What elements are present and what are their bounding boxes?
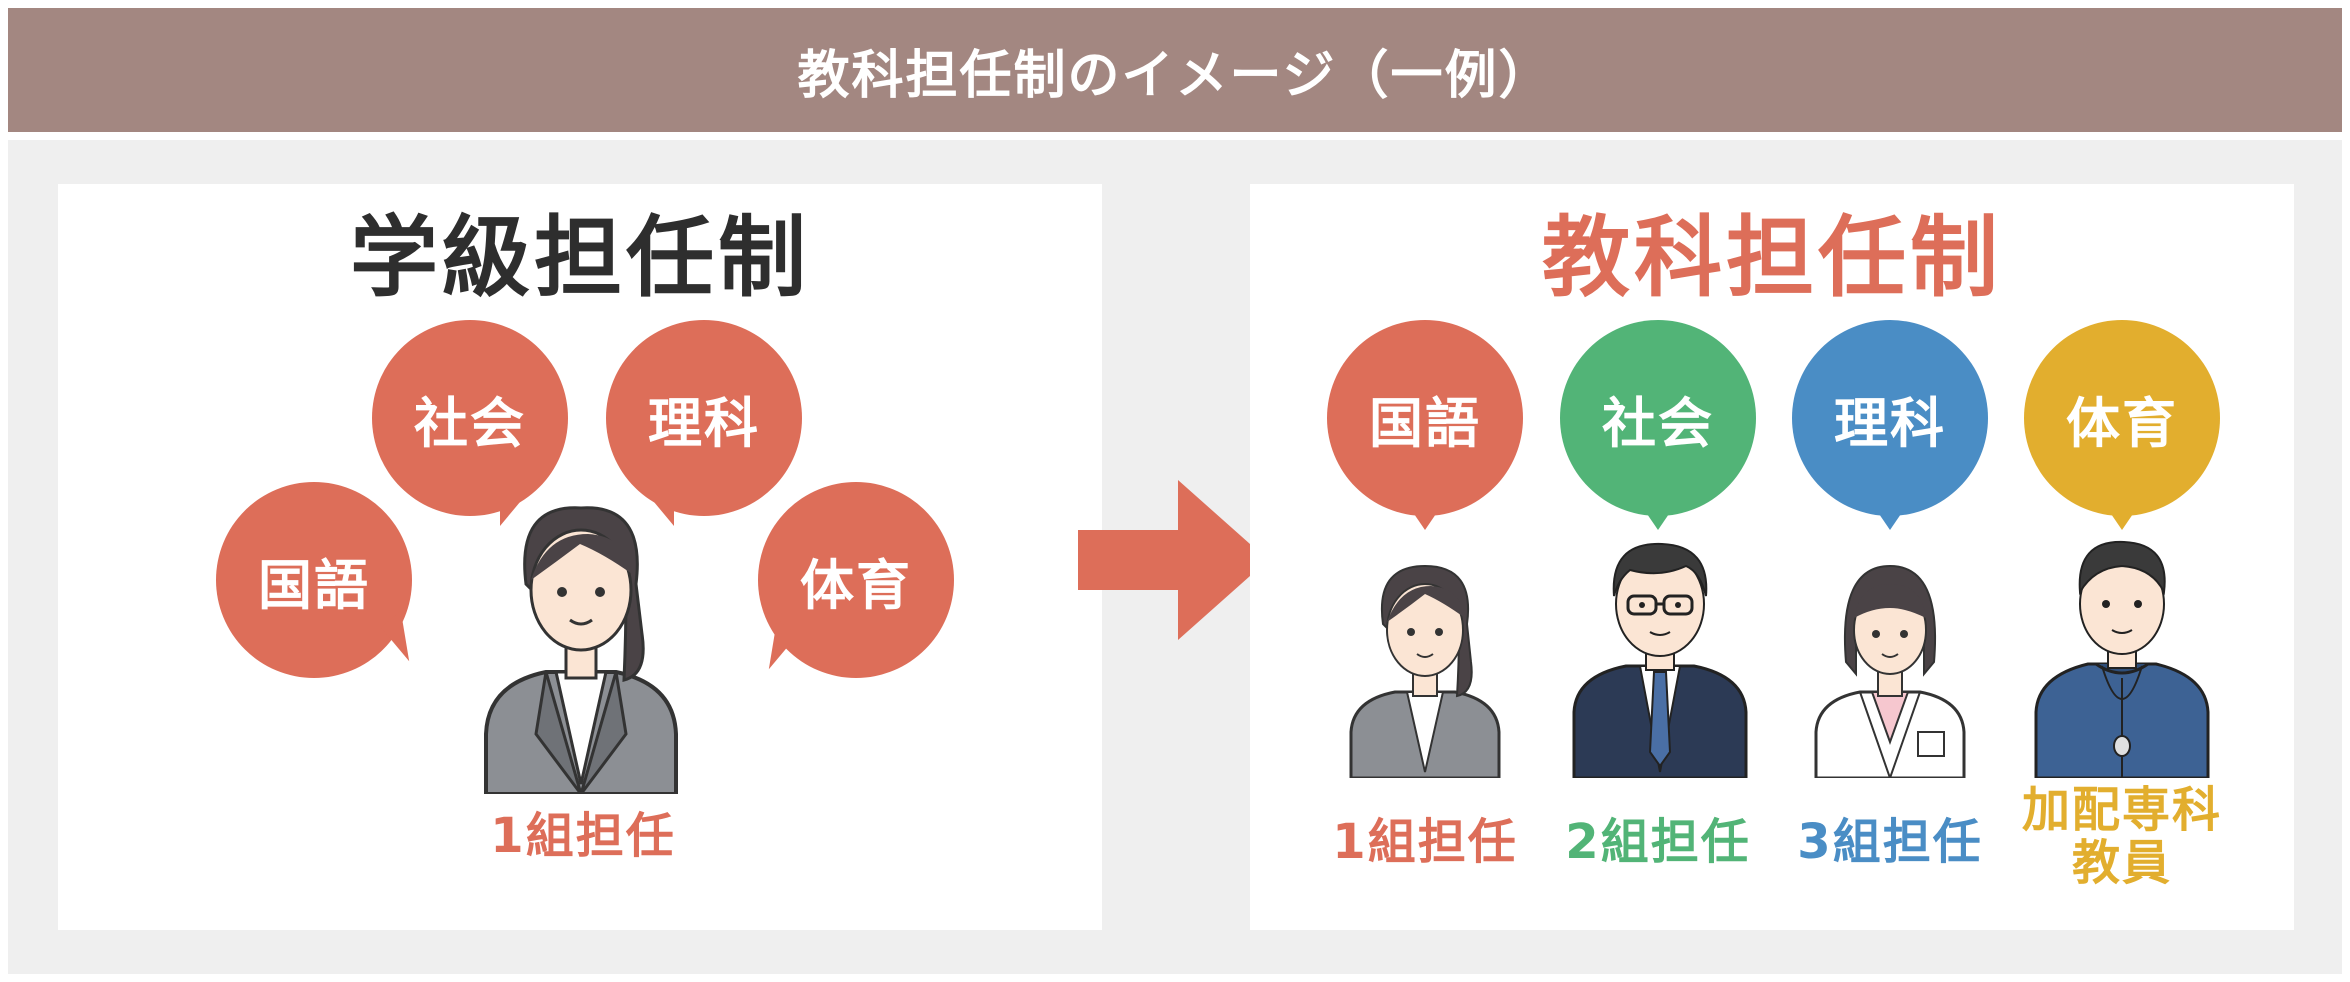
subject-teacher-system-title: 教科担任制	[1541, 206, 2002, 309]
teacher-1-illustration	[1349, 564, 1501, 778]
teacher-2-illustration	[1572, 542, 1748, 778]
homeroom-teacher-label: 1組担任	[490, 808, 676, 864]
teacher-4-illustration	[2034, 540, 2210, 778]
subject-bubble-pe: 体育	[2024, 320, 2220, 530]
teacher-1-label: 1組担任	[1332, 814, 1518, 870]
subject-bubble-japanese: 国語	[216, 482, 430, 678]
homeroom-system-title: 学級担任制	[349, 206, 810, 309]
subject-teacher-system-panel: 教科担任制 国語 1組担任 社会	[1250, 184, 2294, 930]
page-header: 教科担任制のイメージ（一例）	[8, 8, 2342, 132]
subject-bubble-science: 理科	[1792, 320, 1988, 530]
homeroom-teacher-illustration	[484, 506, 678, 794]
homeroom-system-panel: 学級担任制 国語 社会 理科 体育	[58, 184, 1102, 930]
teacher-4-label-line1: 加配専科	[2021, 782, 2222, 838]
transition-arrow	[1078, 480, 1268, 640]
diagram-stage: 学級担任制 国語 社会 理科 体育	[8, 140, 2342, 974]
subject-bubble-science: 理科	[606, 320, 802, 526]
header-title: 教科担任制のイメージ（一例）	[797, 45, 1553, 106]
teacher-2-label: 2組担任	[1565, 814, 1751, 870]
teacher-4-label-line2: 教員	[2071, 834, 2172, 891]
teacher-4-label: 加配専科 教員	[1987, 784, 2257, 890]
subject-bubble-pe: 体育	[748, 482, 954, 678]
teacher-3-label: 3組担任	[1797, 814, 1983, 870]
subject-bubble-social: 社会	[372, 320, 568, 526]
teacher-3-illustration	[1814, 564, 1966, 778]
subject-bubble-social: 社会	[1560, 320, 1756, 530]
subject-bubble-japanese: 国語	[1327, 320, 1523, 530]
